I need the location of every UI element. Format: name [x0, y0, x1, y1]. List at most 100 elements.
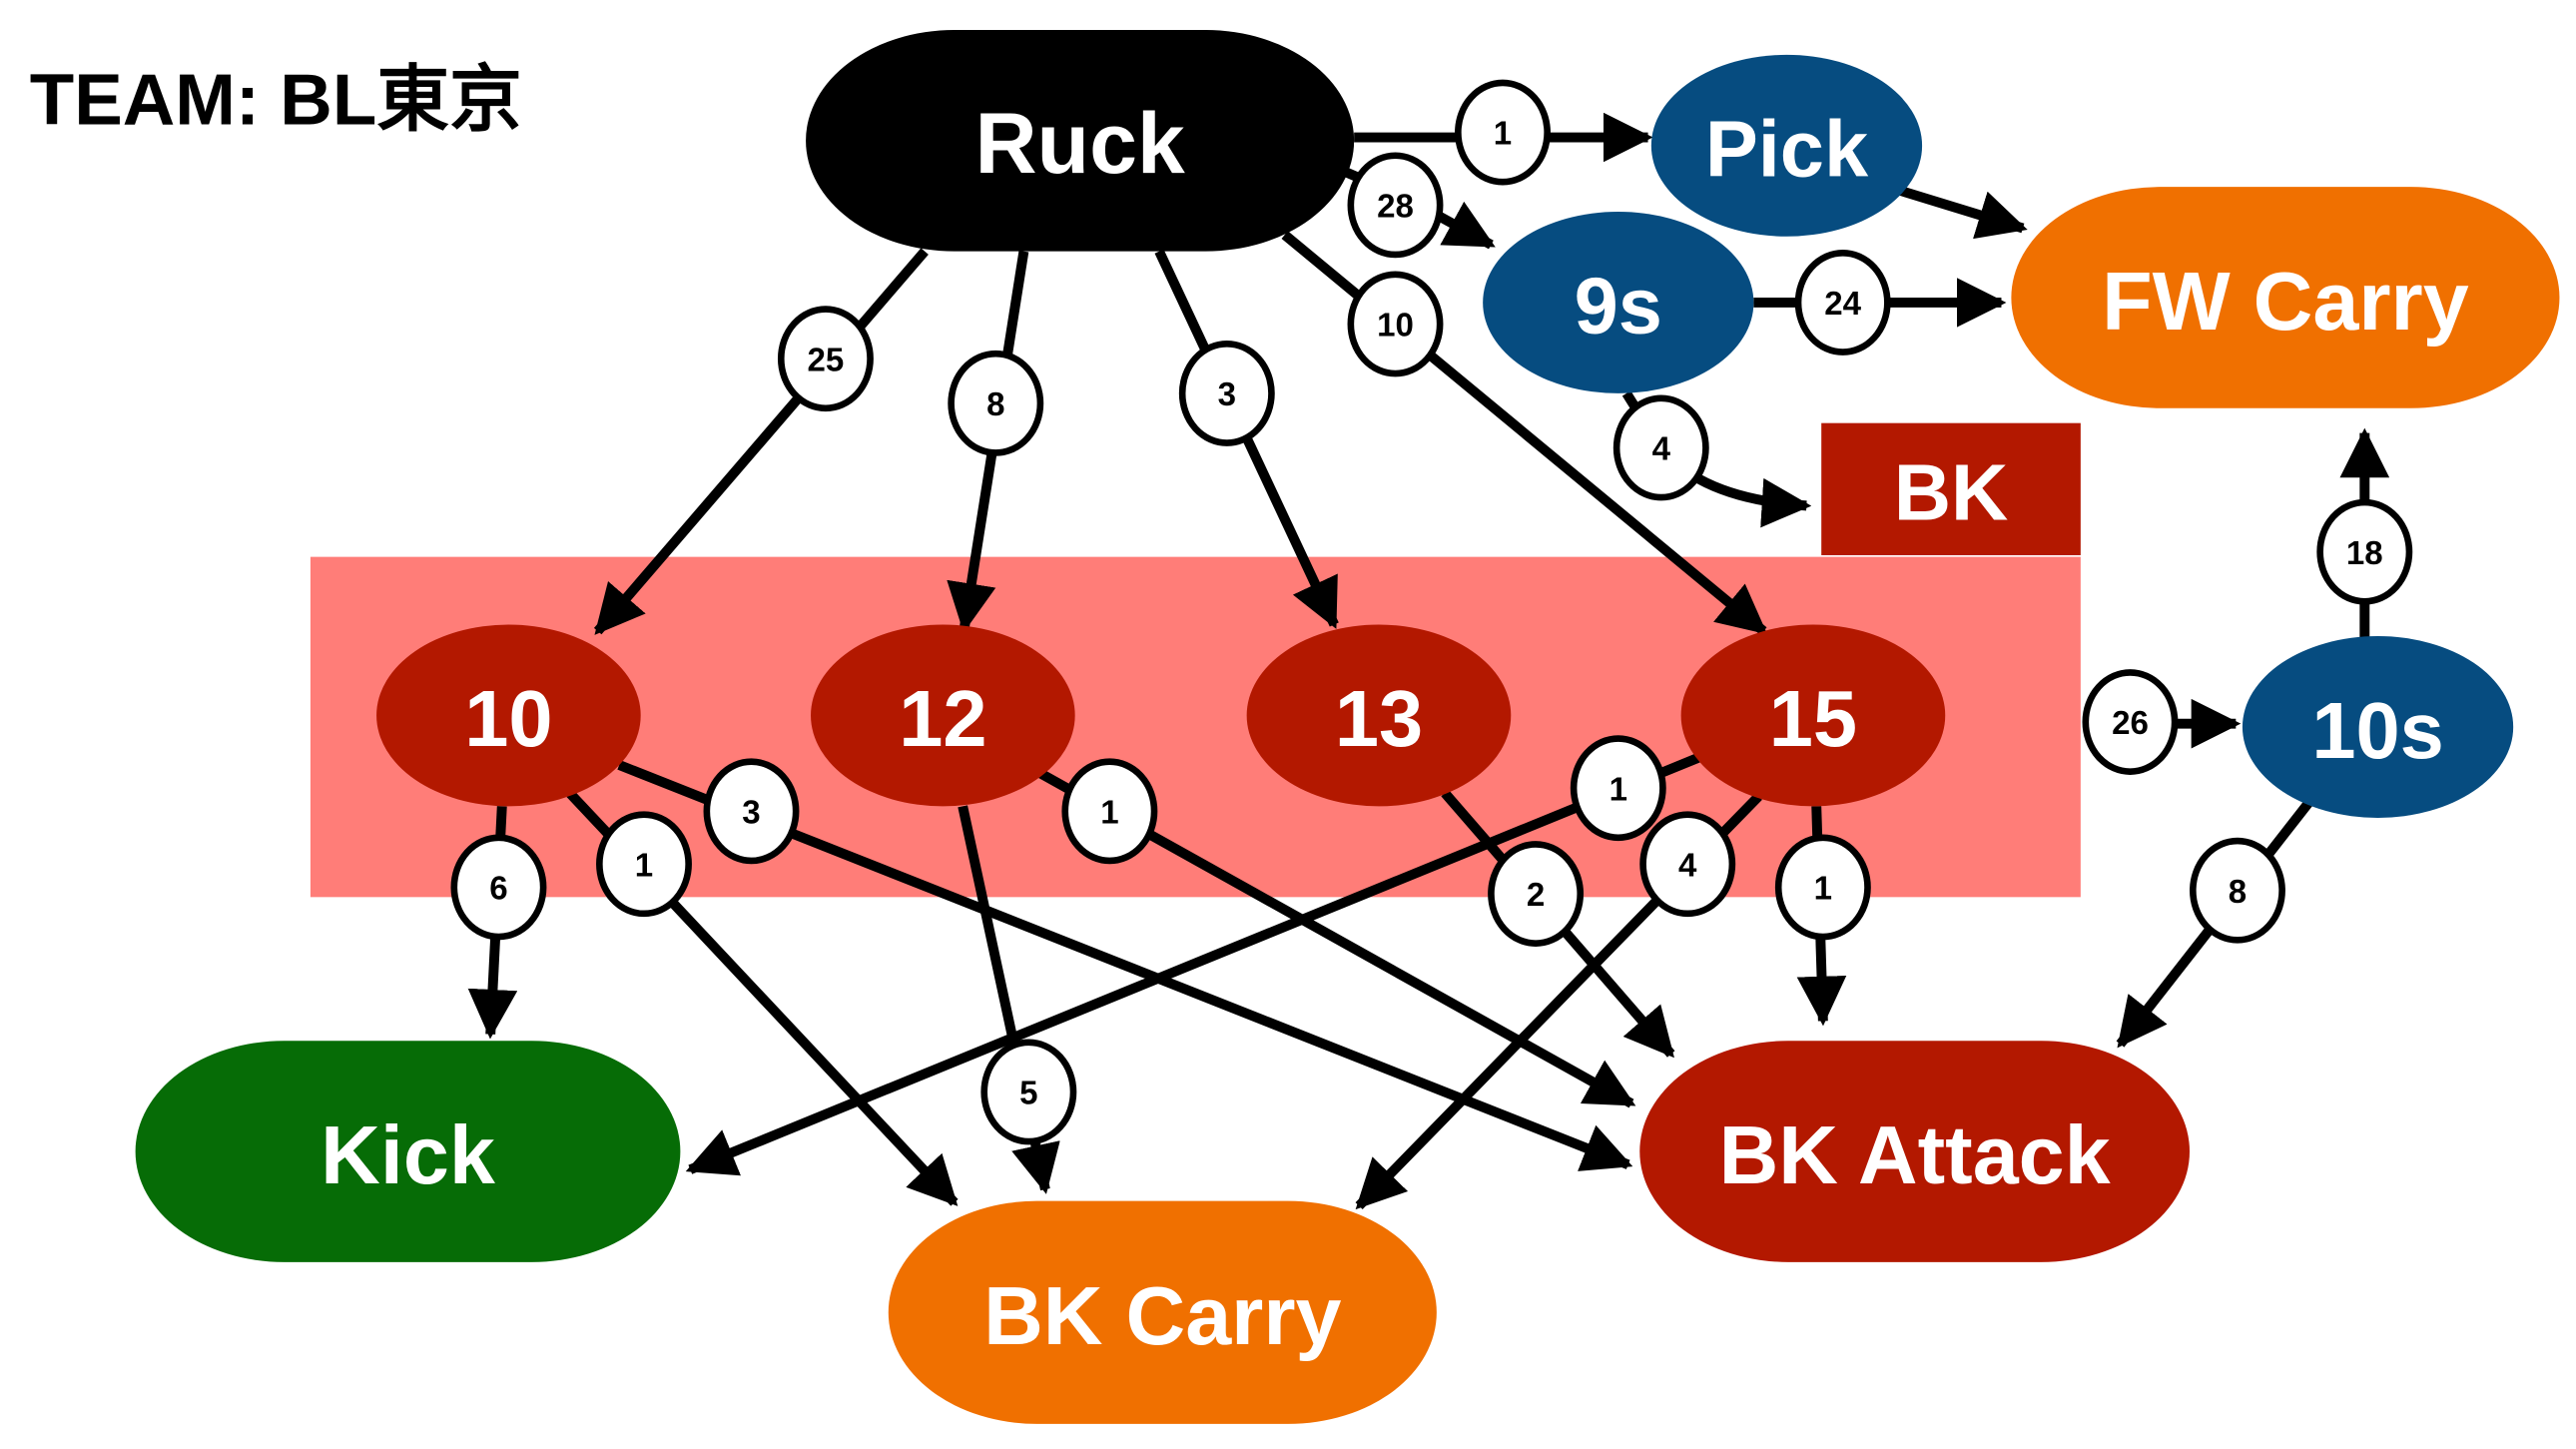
edge-count-circle	[1061, 758, 1158, 865]
edge-count-label: 4	[1678, 847, 1697, 884]
edge-count-label: 1	[1610, 771, 1627, 808]
edge-count-circle	[2189, 837, 2285, 944]
node-bkcarry: BK Carry	[888, 1200, 1437, 1424]
edge-count-label: 6	[489, 871, 507, 908]
edge-count-label: 28	[1377, 189, 1414, 226]
edge-count-circle	[450, 834, 547, 941]
edge-pick-fwcarry	[1897, 185, 2028, 240]
edge-count-circle	[1488, 841, 1585, 947]
edge-count-label: 2	[1527, 877, 1545, 914]
edge-count-label: 1	[1100, 794, 1118, 831]
edge-count-label: 26	[2112, 705, 2149, 742]
edge-count-circle	[2082, 669, 2179, 775]
edge-count-badge: 5	[980, 1039, 1077, 1145]
team-title: TEAM: BL東京	[30, 59, 522, 140]
node-bk: BK	[1821, 422, 2081, 555]
edge-count-label: 25	[808, 342, 845, 378]
node-label: 15	[1769, 674, 1857, 763]
node-p12: 12	[811, 624, 1075, 807]
node-10s: 10s	[2242, 636, 2514, 818]
edge-count-badge: 25	[777, 306, 874, 412]
node-shape	[376, 624, 641, 807]
edge-count-circle	[777, 306, 874, 412]
edge-count-label: 1	[1814, 871, 1832, 908]
edge-count-badge: 4	[1612, 394, 1709, 501]
node-label: BK	[1894, 448, 2009, 537]
edge-count-badge: 1	[1570, 735, 1666, 842]
edge-count-badge: 3	[703, 758, 800, 865]
node-label: Pick	[1705, 105, 1869, 194]
node-p10: 10	[376, 624, 641, 807]
node-label: Ruck	[974, 96, 1184, 192]
edge-count-circle	[1570, 735, 1666, 842]
node-p15: 15	[1680, 624, 1946, 807]
node-shape	[1680, 624, 1946, 807]
edge-count-badge: 4	[1639, 811, 1736, 918]
node-label: 10	[464, 674, 552, 763]
edge-p15-kick	[685, 752, 1703, 1176]
edge-count-circle	[1347, 152, 1444, 259]
edge-count-label: 8	[2229, 874, 2247, 911]
edge-count-badge: 18	[2316, 498, 2413, 605]
node-label: 10s	[2311, 686, 2443, 775]
edge-count-label: 3	[742, 794, 760, 831]
node-p13: 13	[1246, 624, 1512, 807]
node-shape	[1821, 422, 2081, 555]
edge-count-circle	[703, 758, 800, 865]
node-label: FW Carry	[2102, 255, 2469, 348]
edge-count-badge: 1	[596, 811, 692, 918]
edge-count-circle	[1178, 340, 1275, 446]
edge-count-badge: 28	[1347, 152, 1444, 259]
edge-count-badge: 10	[1347, 271, 1444, 377]
node-label: 12	[899, 674, 986, 763]
node-fwcarry: FW Carry	[2011, 187, 2560, 408]
edge-count-label: 5	[1019, 1076, 1037, 1112]
node-shape	[2242, 636, 2514, 818]
edge-count-label: 10	[1377, 308, 1414, 345]
edge-count-circle	[1774, 834, 1871, 941]
node-label: BK Attack	[1719, 1108, 2112, 1201]
edge-count-circle	[980, 1039, 1077, 1145]
node-shape	[135, 1041, 681, 1262]
edge-count-label: 24	[1824, 286, 1861, 323]
edge-count-badge: 3	[1178, 340, 1275, 446]
edge-count-circle	[1347, 271, 1444, 377]
edge-count-label: 3	[1218, 376, 1236, 413]
edge-count-badge: 2	[1488, 841, 1585, 947]
node-kick: Kick	[135, 1041, 681, 1262]
node-label: BK Carry	[983, 1269, 1341, 1362]
node-shape	[806, 30, 1355, 252]
node-shape	[1639, 1041, 2190, 1262]
edge-count-circle	[1639, 811, 1736, 918]
node-shape	[1650, 54, 1923, 237]
edge-count-label: 4	[1652, 431, 1671, 468]
edge-ruck-p10	[593, 248, 929, 635]
edge-count-badge: 6	[450, 834, 547, 941]
edge-count-circle	[948, 350, 1044, 456]
edge-count-circle	[1455, 79, 1551, 186]
edge-count-label: 1	[635, 847, 653, 884]
node-shape	[2011, 187, 2560, 408]
edge-count-circle	[1794, 250, 1891, 356]
edge-count-circle	[596, 811, 692, 918]
edge-count-label: 1	[1494, 116, 1512, 153]
edge-count-badge: 24	[1794, 250, 1891, 356]
edge-count-badge: 1	[1455, 79, 1551, 186]
edge-count-badge: 1	[1774, 834, 1871, 941]
node-bkattack: BK Attack	[1639, 1041, 2190, 1262]
node-label: 9s	[1575, 262, 1662, 351]
node-shape	[1483, 211, 1754, 393]
node-label: 13	[1335, 674, 1423, 763]
edge-count-label: 8	[986, 386, 1004, 423]
node-ruck: Ruck	[806, 30, 1355, 252]
node-label: Kick	[321, 1108, 496, 1201]
node-shape	[811, 624, 1075, 807]
node-shape	[888, 1200, 1437, 1424]
edge-count-badge: 8	[948, 350, 1044, 456]
edge-count-badge: 26	[2082, 669, 2179, 775]
edge-count-label: 18	[2346, 535, 2383, 572]
node-pick: Pick	[1650, 54, 1923, 237]
